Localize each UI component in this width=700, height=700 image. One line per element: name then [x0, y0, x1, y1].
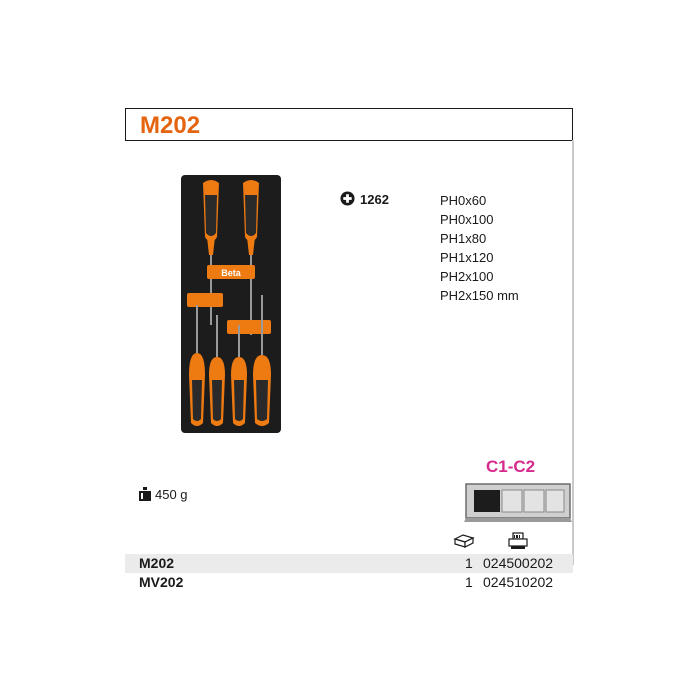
table-row: MV202 1 024510202 — [125, 573, 573, 592]
weight-value: 450 g — [155, 487, 188, 502]
table-row: M202 1 024500202 — [125, 554, 573, 573]
size-item: PH0x60 — [440, 193, 487, 208]
screwdriver-icon — [209, 315, 225, 426]
size-item: PH1x80 — [440, 231, 487, 246]
screwdriver-icon — [203, 180, 219, 325]
size-item: PH1x120 — [440, 250, 494, 265]
screwdriver-icon — [231, 325, 247, 426]
phillips-cross-icon — [340, 191, 355, 206]
size-list: PH0x60 PH0x100 PH1x80 PH1x120 PH2x100 PH… — [440, 191, 519, 305]
package-quantity-icon — [453, 534, 475, 548]
screwdriver-icon — [189, 305, 205, 426]
pack-quantity: 1 — [465, 574, 473, 590]
title-box: M202 — [125, 108, 573, 141]
article-code: M202 — [139, 555, 175, 571]
size-item: PH0x100 — [440, 212, 494, 227]
drawer-variant-label: C1-C2 — [486, 457, 536, 476]
pack-quantity: 1 — [465, 555, 473, 571]
ean-code: 024500202 — [483, 555, 554, 571]
weight-icon — [139, 487, 151, 501]
drawer-tray-icon — [464, 483, 572, 522]
size-item: PH2x150 mm — [440, 288, 519, 303]
spec-code: 1262 — [360, 192, 389, 207]
article-code: MV202 — [139, 574, 184, 590]
screwdriver-icon — [253, 295, 271, 426]
screwdriver-tray-image: Beta — [181, 175, 281, 433]
frame-divider — [572, 140, 574, 565]
barcode-printer-icon — [508, 532, 528, 549]
ean-code: 024510202 — [483, 574, 554, 590]
brand-label: Beta — [221, 268, 242, 278]
page-title: M202 — [140, 112, 201, 139]
size-item: PH2x100 — [440, 269, 494, 284]
screwdriver-icon — [243, 180, 259, 335]
